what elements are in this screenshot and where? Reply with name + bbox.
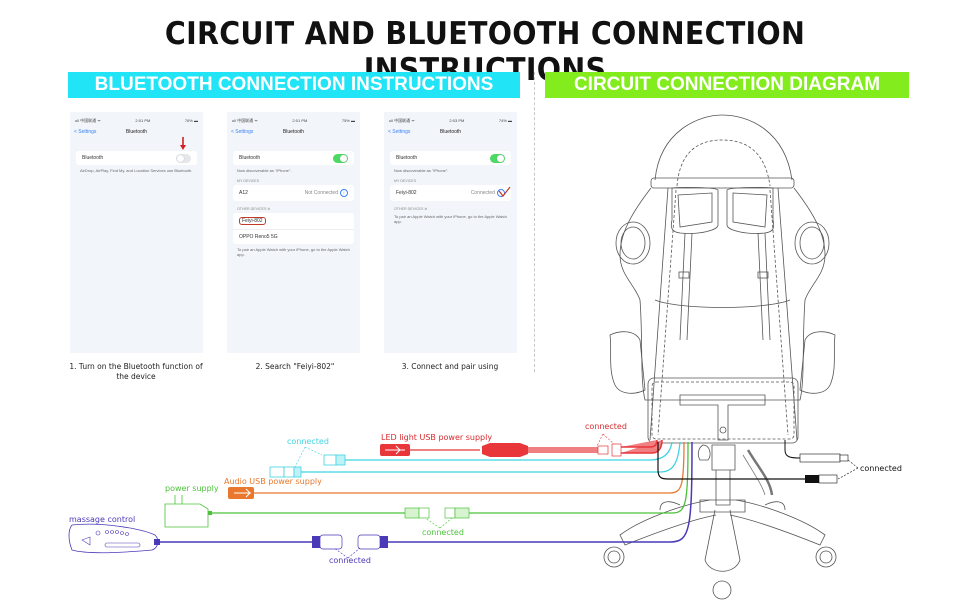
step1-caption: 1. Turn on the Bluetooth function of the… <box>69 362 203 381</box>
my-devices-header: MY DEVICES <box>237 179 260 183</box>
device-name-highlighted: Feiyi-802 <box>239 217 266 225</box>
purple-cable <box>68 441 693 554</box>
cyan-cable <box>300 441 681 473</box>
massage-control-label: massage control <box>69 515 136 524</box>
step2-caption: 2. Search "Feiyi-802" <box>255 362 335 371</box>
other-devices-header: OTHER DEVICES ✲ <box>394 207 428 211</box>
time-text: 2:01 PM <box>292 118 308 123</box>
device-name: A12 <box>239 190 248 196</box>
checkmark-icon <box>498 186 511 197</box>
back-settings-link[interactable]: < Settings <box>74 129 97 135</box>
green-connected-pointer <box>424 517 453 529</box>
back-settings-link[interactable]: < Settings <box>388 129 411 135</box>
phone-screenshot-step3: ull 中国联通 ᯤ 2:03 PM 74% ▬ < Settings Blue… <box>384 112 517 353</box>
connected-label-cyan: connected <box>287 437 329 446</box>
circuit-section-banner: CIRCUIT CONNECTION DIAGRAM <box>545 72 909 98</box>
section-divider <box>534 72 535 372</box>
battery-text: 76% ▬ <box>184 118 198 123</box>
apple-watch-note: To pair an Apple Watch with your iPhone,… <box>237 247 350 257</box>
gaming-chair-illustration <box>603 114 837 600</box>
bluetooth-toggle-row[interactable]: Bluetooth <box>76 137 197 165</box>
red-cable <box>380 439 663 457</box>
carrier-text: ull 中国联通 ᯤ <box>232 118 258 123</box>
black-connected-pointer <box>837 459 859 480</box>
bluetooth-section-banner: BLUETOOTH CONNECTION INSTRUCTIONS <box>68 72 520 98</box>
carrier-text: ull 中国联通 ᯤ <box>389 118 415 123</box>
red-arrow-icon <box>180 137 186 150</box>
nav-bar: < Settings Bluetooth <box>384 127 517 139</box>
status-bar: ull 中国联通 ᯤ 2:03 PM 74% ▬ <box>384 112 517 124</box>
discoverable-note: Now discoverable as "iPhone". <box>394 168 449 173</box>
phone-screenshot-step2: ull 中国联通 ᯤ 2:01 PM 75% ▬ < Settings Blue… <box>227 112 360 353</box>
spinner-icon: ✲ <box>267 207 271 211</box>
connected-label-red: connected <box>585 422 627 431</box>
page-title: CIRCUIT AND BLUETOOTH CONNECTION INSTRUC… <box>164 16 806 88</box>
my-devices-header: MY DEVICES <box>394 179 417 183</box>
power-supply-label: power supply <box>165 484 219 493</box>
device-row-feiyi[interactable]: Feiyi-802 <box>233 213 354 229</box>
connected-label-purple: connected <box>329 556 371 565</box>
info-icon[interactable]: i <box>497 189 505 197</box>
led-usb-label: LED light USB power supply <box>381 433 493 442</box>
green-cable <box>164 441 689 528</box>
orange-cable <box>228 441 685 499</box>
audio-usb-label: Audio USB power supply <box>224 477 322 486</box>
back-settings-link[interactable]: < Settings <box>231 129 254 135</box>
bluetooth-toggle-on[interactable] <box>490 154 505 163</box>
bluetooth-toggle-row[interactable]: Bluetooth <box>390 151 511 165</box>
screen-title: Bluetooth <box>439 129 462 135</box>
bluetooth-label: Bluetooth <box>396 155 418 161</box>
bluetooth-toggle-row[interactable]: Bluetooth <box>233 151 354 165</box>
status-bar: ull 中国联通 ᯤ 2:01 PM 75% ▬ <box>227 112 360 124</box>
time-text: 2:01 PM <box>135 118 151 123</box>
phone-screenshot-step1: ull 中国联通 ᯤ 2:01 PM 76% ▬ < Settings Blue… <box>70 112 203 353</box>
black-cable <box>657 440 849 484</box>
device-row-oppo[interactable]: OPPO Reno5 5G <box>233 229 354 244</box>
bluetooth-toggle-on[interactable] <box>333 154 348 163</box>
spinner-icon: ✲ <box>424 207 428 211</box>
connected-label-green: connected <box>422 528 464 537</box>
nav-bar: < Settings Bluetooth <box>227 127 360 139</box>
screen-title: Bluetooth <box>125 129 148 135</box>
red-connected-pointer <box>596 433 615 447</box>
discoverable-note: Now discoverable as "iPhone". <box>237 168 292 173</box>
bluetooth-note: AirDrop, AirPlay, Find My, and Location … <box>80 168 193 173</box>
nav-bar: < Settings Bluetooth <box>70 127 203 139</box>
bluetooth-label: Bluetooth <box>239 155 261 161</box>
device-name: Feiyi-802 <box>396 190 417 196</box>
device-name: OPPO Reno5 5G <box>239 234 278 240</box>
massage-controller-icon <box>68 523 159 554</box>
bluetooth-label: Bluetooth <box>82 155 104 161</box>
cyan-connector-bottom <box>269 466 302 478</box>
purple-connected-pointer <box>333 547 361 559</box>
bluetooth-toggle-off[interactable] <box>176 154 191 163</box>
time-text: 2:03 PM <box>449 118 465 123</box>
connected-label-black: connected <box>860 464 902 473</box>
info-icon[interactable]: i <box>340 189 348 197</box>
other-devices-header: OTHER DEVICES ✲ <box>237 207 271 211</box>
device-status: Not Connected <box>304 190 338 196</box>
cyan-connected-pointer <box>294 446 323 468</box>
battery-text: 74% ▬ <box>498 118 512 123</box>
status-bar: ull 中国联通 ᯤ 2:01 PM 76% ▬ <box>70 112 203 124</box>
step3-caption: 3. Connect and pair using <box>401 362 499 371</box>
power-adapter-icon <box>164 503 209 528</box>
device-status: Connected <box>470 190 495 196</box>
carrier-text: ull 中国联通 ᯤ <box>75 118 101 123</box>
cyan-connector-top <box>323 454 346 466</box>
battery-text: 75% ▬ <box>341 118 355 123</box>
screen-title: Bluetooth <box>282 129 305 135</box>
apple-watch-note: To pair an Apple Watch with your iPhone,… <box>394 214 507 224</box>
